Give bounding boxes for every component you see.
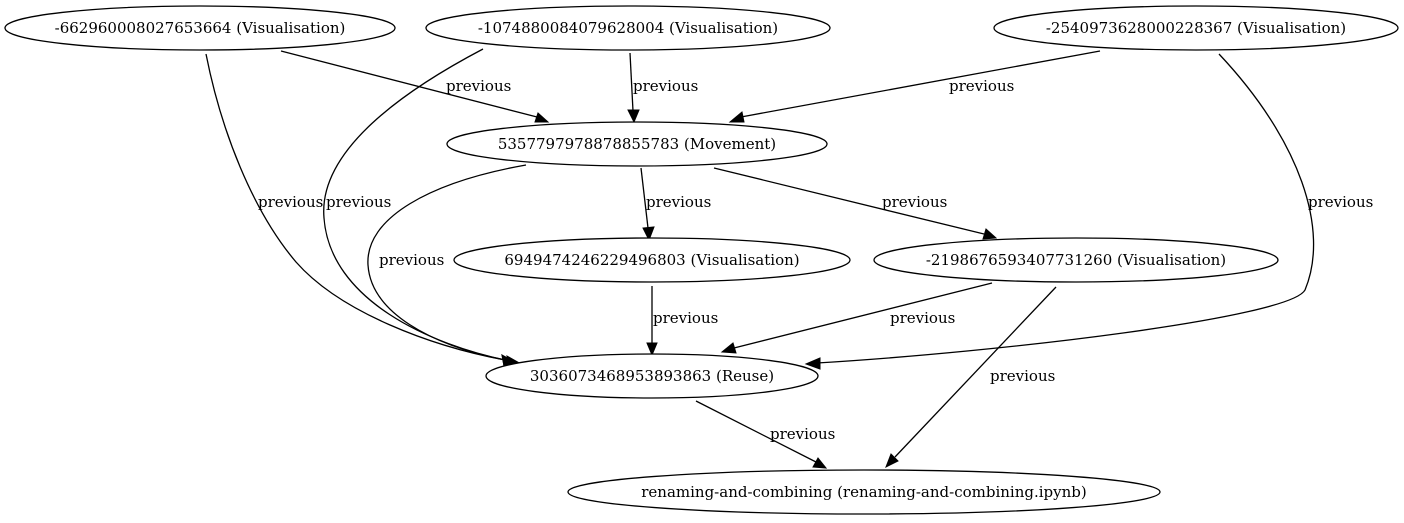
- node-label: -2540973628000228367 (Visualisation): [1046, 19, 1346, 37]
- edge-label: previous: [770, 425, 835, 443]
- edge-line: [733, 282, 993, 349]
- node-n1: -662960008027653664 (Visualisation): [4, 5, 396, 51]
- node-label: renaming-and-combining (renaming-and-com…: [641, 483, 1086, 501]
- edge-label: previous: [1308, 193, 1373, 211]
- edge-label: previous: [258, 193, 323, 211]
- edge-label: previous: [653, 309, 718, 327]
- arrowhead-icon: [885, 453, 899, 469]
- arrowhead-icon: [642, 226, 655, 242]
- node-label: 5357797978878855783 (Movement): [498, 135, 776, 153]
- arrowhead-icon: [646, 342, 658, 357]
- edge-label: previous: [326, 193, 391, 211]
- edge-label: previous: [633, 77, 698, 95]
- edge-n5-n7: previous: [646, 286, 718, 357]
- edge-n2-n4: previous: [627, 52, 698, 124]
- node-ellipse: [993, 5, 1399, 51]
- edge-line: [640, 167, 649, 229]
- edge-line: [629, 52, 634, 112]
- edge-line: [713, 167, 985, 235]
- edge-label: previous: [990, 367, 1055, 385]
- node-n8: renaming-and-combining (renaming-and-com…: [567, 469, 1161, 515]
- arrowhead-icon: [804, 357, 821, 370]
- edge-label: previous: [379, 251, 444, 269]
- arrowhead-icon: [982, 228, 998, 240]
- node-ellipse: [425, 5, 831, 51]
- node-n2: -1074880084079628004 (Visualisation): [425, 5, 831, 51]
- edge-line: [205, 53, 506, 361]
- edge-n7-n8: previous: [695, 400, 835, 469]
- edge-n6-n7: previous: [720, 282, 993, 354]
- edge-line: [894, 286, 1057, 458]
- node-n3: -2540973628000228367 (Visualisation): [993, 5, 1399, 51]
- edge-n6-n8: previous: [885, 286, 1057, 469]
- node-n7: 3036073468953893863 (Reuse): [485, 353, 819, 399]
- node-ellipse: [873, 237, 1279, 283]
- arrowhead-icon: [534, 112, 550, 123]
- edge-n4-n6: previous: [713, 167, 998, 240]
- arrowhead-icon: [627, 109, 640, 124]
- edge-n1-n4: previous: [280, 50, 550, 123]
- edge-line: [816, 53, 1315, 364]
- arrowhead-icon: [728, 111, 745, 123]
- node-ellipse: [446, 121, 828, 167]
- arrowhead-icon: [720, 342, 737, 354]
- edge-n3-n4: previous: [728, 50, 1101, 123]
- edge-label: previous: [446, 77, 511, 95]
- node-n4: 5357797978878855783 (Movement): [446, 121, 828, 167]
- edge-n2-n7: previous: [323, 48, 523, 368]
- node-ellipse: [4, 5, 396, 51]
- node-label: 3036073468953893863 (Reuse): [530, 367, 774, 385]
- node-label: 6949474246229496803 (Visualisation): [504, 251, 799, 269]
- edge-line: [740, 50, 1101, 118]
- edge-n4-n5: previous: [640, 167, 711, 242]
- node-n5: 6949474246229496803 (Visualisation): [453, 237, 851, 283]
- arrowhead-icon: [812, 457, 828, 469]
- edge-label: previous: [949, 77, 1014, 95]
- node-label: -2198676593407731260 (Visualisation): [926, 251, 1226, 269]
- edge-label: previous: [646, 193, 711, 211]
- edge-label: previous: [890, 309, 955, 327]
- node-label: -662960008027653664 (Visualisation): [55, 19, 346, 37]
- edge-n3-n7: previous: [804, 53, 1373, 370]
- node-n6: -2198676593407731260 (Visualisation): [873, 237, 1279, 283]
- edge-label: previous: [882, 193, 947, 211]
- node-ellipse: [485, 353, 819, 399]
- edge-line: [695, 400, 817, 463]
- node-ellipse: [453, 237, 851, 283]
- node-ellipse: [567, 469, 1161, 515]
- node-label: -1074880084079628004 (Visualisation): [478, 19, 778, 37]
- edge-line: [367, 164, 527, 361]
- edge-line: [280, 50, 538, 118]
